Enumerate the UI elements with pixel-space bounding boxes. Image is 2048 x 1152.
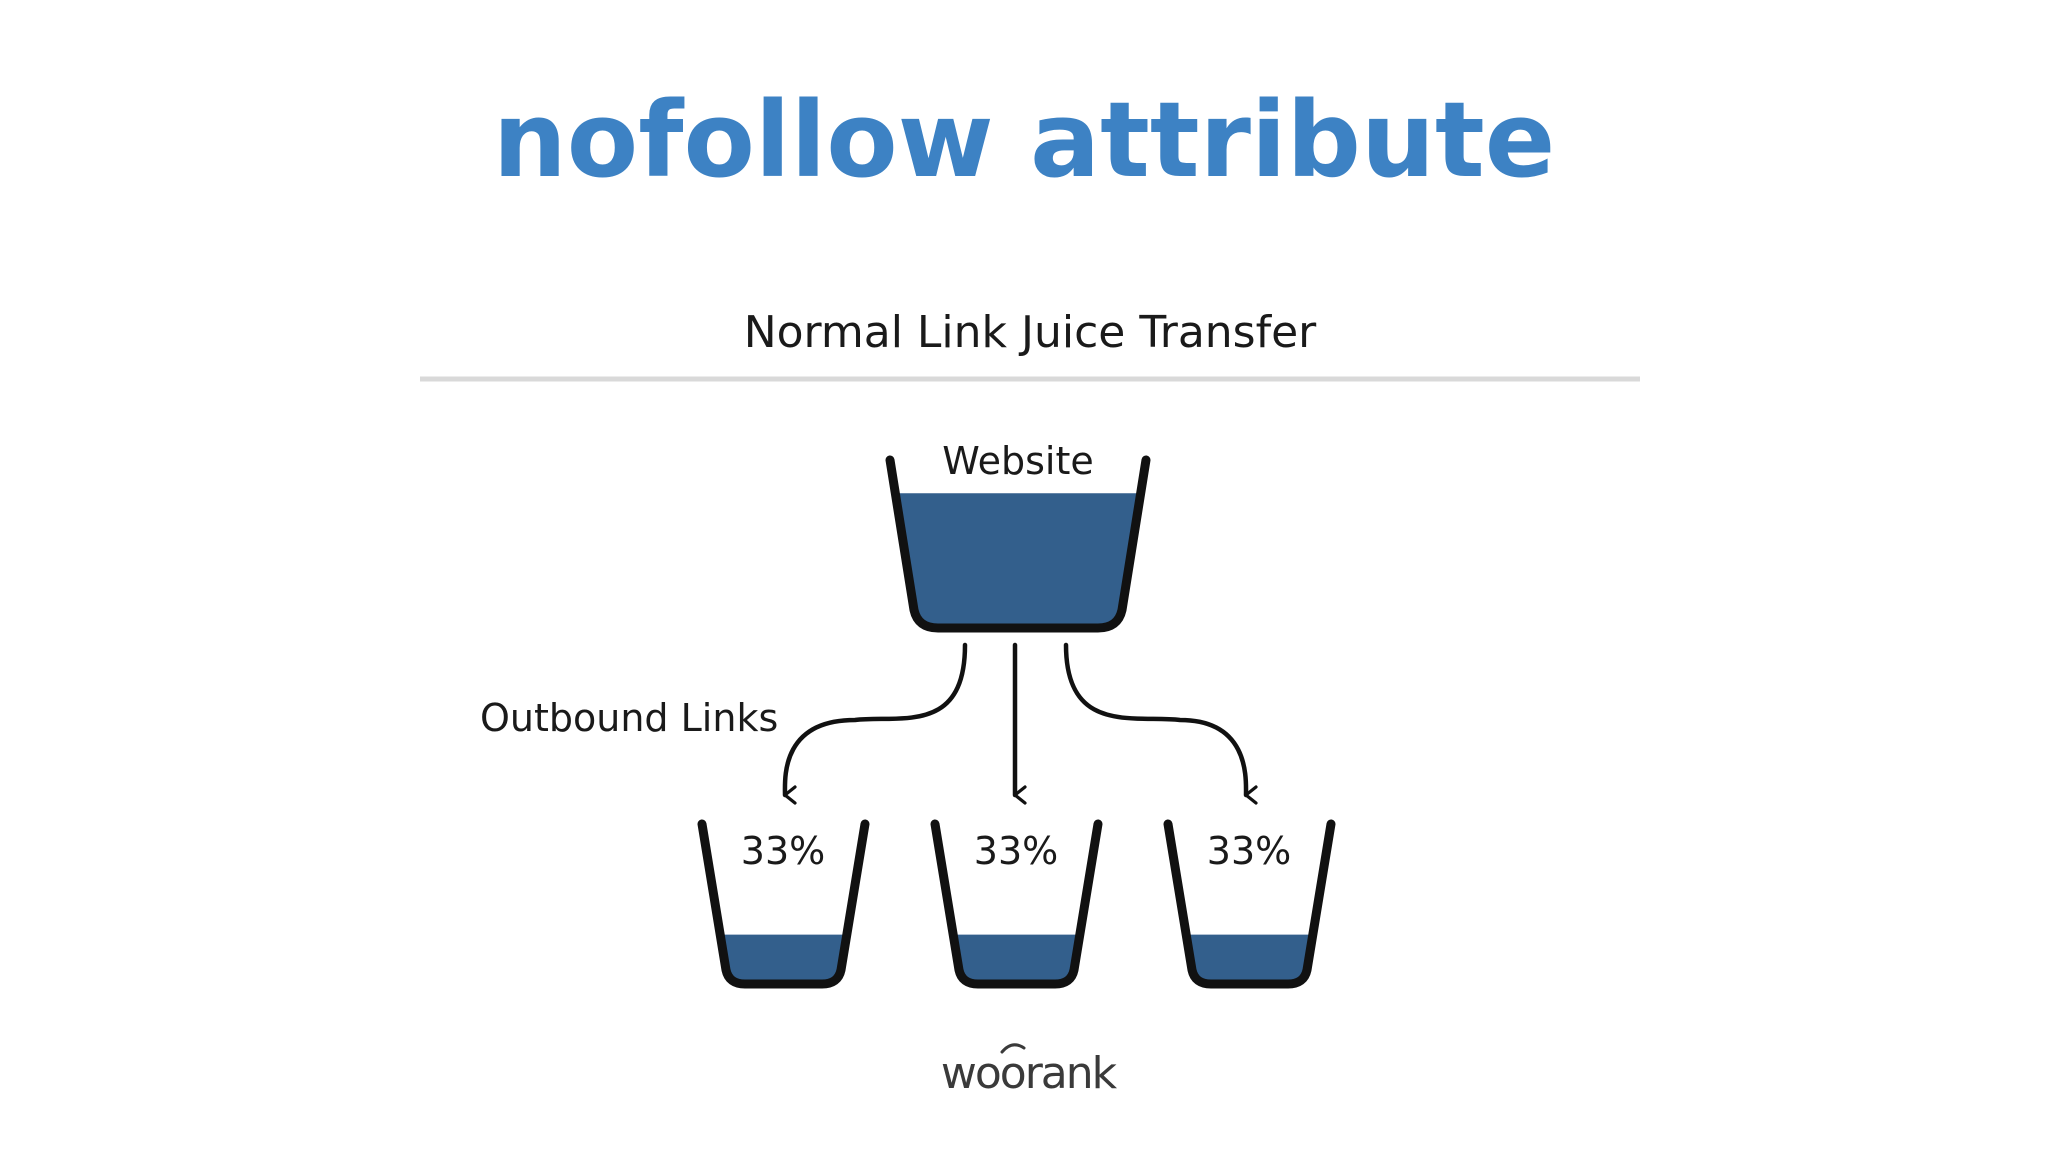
slide-title: nofollow attribute — [492, 79, 1556, 201]
target-label-2: 33% — [974, 829, 1058, 873]
woorank-logo-text: woorank — [941, 1048, 1118, 1099]
website-bucket: Website — [885, 439, 1151, 633]
outbound-links-label: Outbound Links — [480, 696, 778, 740]
target-water-3 — [1187, 934, 1312, 982]
target-bucket-outline-2 — [930, 819, 1103, 989]
target-bucket-outline-1 — [697, 819, 870, 989]
diagram-subtitle: Normal Link Juice Transfer — [744, 307, 1317, 358]
target-water-1 — [721, 934, 846, 982]
target-bucket-3: 33% — [1163, 819, 1336, 989]
target-bucket-outline-3 — [1163, 819, 1336, 989]
target-label-1: 33% — [741, 829, 825, 873]
arrow-right — [1063, 642, 1258, 805]
target-water-2 — [954, 934, 1079, 982]
target-bucket-2: 33% — [930, 819, 1103, 989]
website-water — [897, 493, 1139, 626]
outbound-arrows — [782, 642, 1258, 805]
logo-swoosh-icon — [1000, 1043, 1026, 1054]
woorank-logo: woorank — [941, 1043, 1120, 1099]
website-bucket-outline — [885, 455, 1151, 633]
arrow-left — [782, 642, 968, 805]
target-label-3: 33% — [1207, 829, 1291, 873]
target-bucket-1: 33% — [697, 819, 870, 989]
website-label: Website — [942, 439, 1093, 483]
